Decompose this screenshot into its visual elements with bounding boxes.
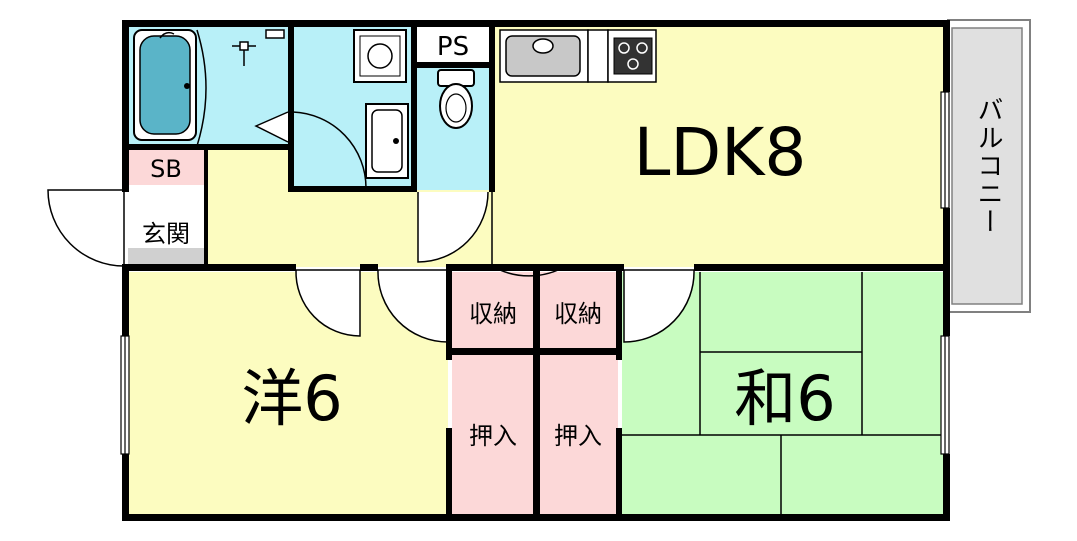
walls <box>122 20 950 521</box>
balcony-label: バルコニー <box>973 96 1003 236</box>
doors <box>47 189 695 343</box>
storage-right-label: 収納 <box>554 300 602 328</box>
wash-basin-icon <box>365 103 409 179</box>
storage-left <box>452 272 534 350</box>
closet-left <box>452 354 534 514</box>
closet-right-label: 押入 <box>554 422 602 450</box>
kitchen-sink-icon <box>499 29 589 83</box>
shoe-box-label: SB <box>150 155 182 183</box>
tatami-lines <box>622 272 944 514</box>
washing-machine-icon <box>353 29 407 83</box>
japanese-label: 和6 <box>734 362 835 435</box>
closet-left-label: 押入 <box>469 422 517 450</box>
ldk-label: LDK8 <box>634 114 807 191</box>
storage-right <box>540 272 618 350</box>
balcony <box>947 19 1031 313</box>
pipe-space-label: PS <box>437 32 469 62</box>
storage-left-label: 収納 <box>469 300 517 328</box>
toilet-icon <box>437 69 475 129</box>
western-label: 洋6 <box>241 362 342 435</box>
faucet-icon <box>232 29 285 66</box>
entrance-tile <box>128 248 205 267</box>
stove-icon <box>607 29 657 83</box>
pipe-space <box>416 26 490 62</box>
entrance-label: 玄関 <box>142 220 190 248</box>
bathtub-icon <box>133 29 197 141</box>
shoe-box <box>128 150 205 185</box>
closet-right <box>540 354 618 514</box>
